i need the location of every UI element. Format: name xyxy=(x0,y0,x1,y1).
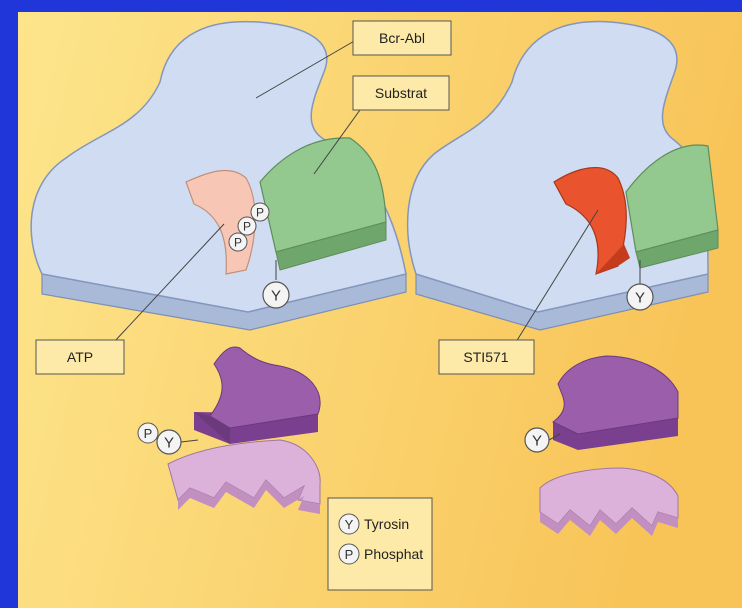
phosphate-icon: P xyxy=(339,544,359,564)
label-atp: ATP xyxy=(36,340,124,374)
phosphate-glyph: P xyxy=(234,236,242,250)
phosphate-icon: P xyxy=(229,233,247,251)
legend-tyrosin: Tyrosin xyxy=(364,516,409,532)
label-substrat: Substrat xyxy=(353,76,449,110)
tyrosine-icon: Y xyxy=(525,428,549,452)
phosphate-icon: P xyxy=(251,203,269,221)
label-sti571: STI571 xyxy=(439,340,534,374)
tyrosine-glyph: Y xyxy=(164,435,174,452)
phosphate-glyph: P xyxy=(345,547,354,562)
label-atp-text: ATP xyxy=(67,349,93,365)
tyrosine-glyph: Y xyxy=(345,517,354,532)
tyrosine-glyph: Y xyxy=(271,288,281,305)
legend-phosphat: Phosphat xyxy=(364,546,423,562)
tyrosine-icon: Y xyxy=(339,514,359,534)
diagram-panel: P P P Y Bcr-Abl Substrat ATP Y xyxy=(18,12,742,608)
label-bcr-abl-text: Bcr-Abl xyxy=(379,30,425,46)
tyrosine-glyph: Y xyxy=(635,290,645,307)
phosphate-glyph: P xyxy=(144,426,153,441)
phosphate-icon: P xyxy=(138,423,158,443)
legend: Y Tyrosin P Phosphat xyxy=(328,498,432,590)
tyrosine-glyph: Y xyxy=(532,433,542,450)
tyrosine-icon: Y xyxy=(157,430,181,454)
label-sti571-text: STI571 xyxy=(463,349,508,365)
tyrosine-icon: Y xyxy=(263,282,289,308)
phosphate-icon: P xyxy=(238,217,256,235)
tyrosine-icon: Y xyxy=(627,284,653,310)
phosphate-glyph: P xyxy=(256,206,264,220)
label-substrat-text: Substrat xyxy=(375,85,427,101)
phosphate-glyph: P xyxy=(243,220,251,234)
label-bcr-abl: Bcr-Abl xyxy=(353,21,451,55)
